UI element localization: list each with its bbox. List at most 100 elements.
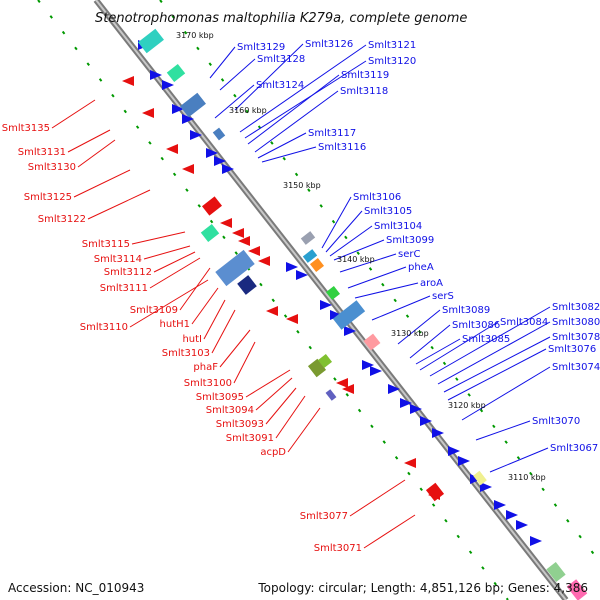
gene-block — [166, 63, 186, 83]
leader-line — [179, 267, 211, 311]
leader-line — [363, 514, 416, 549]
leader-line — [255, 377, 293, 411]
gene-label-right: Smlt3099 — [386, 235, 434, 246]
forward-gene-arrow — [206, 148, 218, 158]
reverse-gene-arrow — [122, 76, 134, 86]
gene-block — [566, 579, 588, 600]
gene-label-right: pheA — [408, 262, 434, 273]
gene-label-left: Smlt3077 — [300, 511, 348, 522]
gene-block — [325, 285, 341, 301]
gene-block — [237, 275, 257, 295]
reverse-gene-arrow — [286, 314, 298, 324]
gene-block — [425, 482, 445, 502]
leader-line — [354, 282, 419, 299]
forward-gene-arrow — [222, 164, 234, 174]
leader-lines — [51, 43, 551, 549]
scale-label: 3140 kbp — [337, 255, 375, 264]
gene-block — [325, 389, 337, 401]
leader-line — [429, 306, 551, 377]
gene-label-right: Smlt3078 — [552, 332, 600, 343]
leader-line — [129, 279, 209, 328]
gene-label-left: Smlt3115 — [82, 239, 130, 250]
gene-label-left: Smlt3091 — [226, 433, 274, 444]
gene-label-left: Smlt3100 — [184, 378, 232, 389]
gene-block — [180, 92, 206, 118]
leader-line — [203, 299, 226, 340]
leader-line — [287, 407, 321, 453]
gene-label-left: Smlt3103 — [162, 348, 210, 359]
gene-label-right: Smlt3074 — [552, 362, 600, 373]
scale-label: 3110 kbp — [508, 473, 546, 482]
gene-label-right: Smlt3105 — [364, 206, 412, 217]
scale-label: 3130 kbp — [391, 329, 429, 338]
gene-label-left: Smlt3110 — [80, 322, 128, 333]
leader-line — [489, 447, 549, 473]
gene-label-right: Smlt3118 — [340, 86, 388, 97]
reverse-gene-arrow — [248, 246, 260, 256]
leader-line — [77, 139, 116, 168]
gene-block — [332, 300, 366, 330]
leader-line — [347, 266, 407, 289]
gene-block — [363, 333, 381, 351]
gene-label-left: hutH1 — [160, 319, 190, 330]
leader-line — [214, 84, 255, 119]
leader-line — [219, 58, 256, 91]
gene-block — [300, 231, 316, 245]
forward-gene-arrow — [420, 416, 432, 426]
scale-label: 3170 kbp — [176, 31, 214, 40]
gene-label-right: Smlt3124 — [256, 80, 304, 91]
forward-gene-arrow — [458, 456, 470, 466]
leader-line — [247, 74, 340, 145]
forward-gene-arrow — [530, 536, 542, 546]
reverse-gene-arrow — [220, 218, 232, 228]
forward-gene-arrow — [162, 80, 174, 90]
forward-gene-arrow — [516, 520, 528, 530]
gene-label-right: Smlt3120 — [368, 56, 416, 67]
gene-block — [309, 257, 325, 273]
forward-gene-arrow — [370, 366, 382, 376]
reverse-gene-arrow — [182, 164, 194, 174]
reverse-gene-arrow — [266, 306, 278, 316]
reverse-gene-arrow — [404, 458, 416, 468]
genome-backbone — [93, 0, 569, 600]
leader-line — [233, 341, 256, 384]
leader-line — [73, 169, 131, 198]
forward-gene-arrow — [506, 510, 518, 520]
forward-gene-arrow — [344, 326, 356, 336]
gene-label-right: Smlt3089 — [442, 305, 490, 316]
gene-label-right: Smlt3121 — [368, 40, 416, 51]
leader-line — [447, 348, 547, 401]
gene-block — [473, 470, 487, 486]
gene-block — [307, 358, 327, 378]
gene-block — [317, 353, 333, 369]
forward-gene-arrow — [410, 404, 422, 414]
leader-line — [149, 257, 201, 289]
gene-block — [138, 28, 164, 54]
gene-block — [200, 223, 220, 243]
leader-line — [244, 60, 367, 139]
leader-line — [191, 287, 219, 325]
map-title: Stenotrophomonas maltophilia K279a, comp… — [95, 11, 467, 26]
leader-line — [211, 309, 236, 354]
gene-label-left: Smlt3071 — [314, 543, 362, 554]
gene-block — [212, 127, 226, 141]
leader-line — [461, 366, 551, 421]
reverse-gene-arrow — [238, 236, 250, 246]
gene-label-right: Smlt3117 — [308, 128, 356, 139]
leader-line — [443, 336, 551, 393]
gene-label-right: Smlt3106 — [353, 192, 401, 203]
leader-line — [321, 196, 352, 249]
gene-label-left: acpD — [260, 447, 286, 458]
scale-label: 3150 kbp — [283, 181, 321, 190]
leader-line — [131, 231, 186, 245]
reverse-gene-arrow — [258, 256, 270, 266]
gene-label-right: Smlt3128 — [257, 54, 305, 65]
leader-line — [349, 479, 406, 517]
gene-label-left: Smlt3093 — [216, 419, 264, 430]
gene-label-left: Smlt3112 — [104, 267, 152, 278]
reverse-gene-arrow — [142, 108, 154, 118]
gene-label-left: Smlt3122 — [38, 214, 86, 225]
forward-gene-arrow — [330, 310, 342, 320]
forward-gene-arrow — [400, 398, 412, 408]
